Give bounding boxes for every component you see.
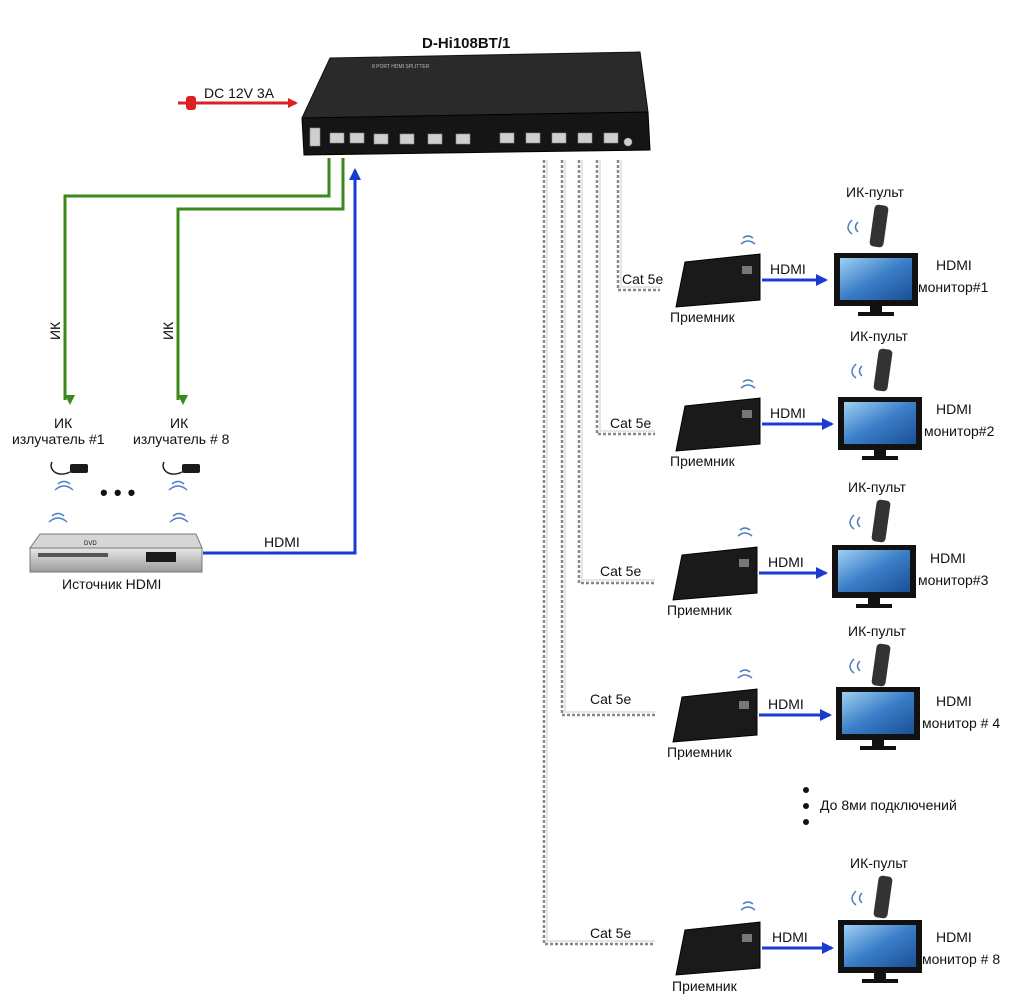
ir-emitter-1: ИК излучатель #1 [12,415,105,491]
cable-label: Cat 5e [610,415,651,431]
receiver-label: Приемник [672,978,738,994]
power-label: DC 12V 3A [204,85,275,101]
monitor-label-top: HDMI [936,693,972,709]
monitor-label-top: HDMI [936,929,972,945]
plug-icon [186,96,196,110]
cable-label: Cat 5e [600,563,641,579]
receiver-label: Приемник [667,744,733,760]
monitor-name: монитор#3 [918,572,989,588]
source-label: Источник HDMI [62,576,161,592]
ir-line-label-1: ИК [47,321,63,340]
remote-label: ИК-пульт [846,184,905,200]
cable-label: Cat 5e [622,271,663,287]
hdmi-source: DVD Источник HDMI [29,512,203,592]
signal-icon [48,512,68,523]
signal-icon [849,514,861,530]
cat5e-cables-shadow [546,160,660,942]
hdmi-label: HDMI [770,405,806,421]
remote-label: ИК-пульт [848,623,907,639]
ir-ellipsis: • • • [100,480,135,505]
cat5e-cables [542,160,660,946]
monitor-screen [838,550,910,592]
remote-control-icon [871,499,891,543]
hdmi-label: HDMI [770,261,806,277]
cable-label: Cat 5e [590,691,631,707]
monitor-label-top: HDMI [936,401,972,417]
remote-label: ИК-пульт [850,328,909,344]
signal-icon [737,527,753,537]
signal-icon [849,658,861,674]
ir-signal-icon [168,480,188,491]
ir-emitter-8-line2: излучатель # 8 [133,431,230,447]
monitor-label-top: HDMI [930,550,966,566]
source-hdmi-label: HDMI [264,534,300,550]
port-row [309,127,633,147]
receiver-row-2: Cat 5e Приемник HDMI ИК-пульт HDMI монит… [610,328,995,469]
remote-control-icon [869,204,889,248]
remote-label: ИК-пульт [848,479,907,495]
ir-cable-icon [162,461,183,475]
receiver-row-8: Cat 5e Приемник HDMI ИК-пульт HDMI монит… [590,855,1000,994]
monitor-screen [842,692,914,734]
hdmi-label: HDMI [768,696,804,712]
hdmi-link-line [203,168,361,555]
receiver-box [672,546,758,601]
remote-control-icon [871,643,891,687]
signal-icon [737,669,753,679]
receiver-box [672,688,758,743]
dvd-panel-text: DVD [84,541,97,547]
remote-label: ИК-пульт [850,855,909,871]
remote-control-icon [873,348,893,392]
receiver-row-1: Cat 5e Приемник HDMI ИК-пульт HDMI монит… [622,184,989,325]
remote-control-icon [873,875,893,919]
receiver-box [675,921,761,976]
cable-label: Cat 5e [590,925,631,941]
monitor-name: монитор # 8 [922,951,1000,967]
hdmi-label: HDMI [768,554,804,570]
hdmi-label: HDMI [772,929,808,945]
monitor-name: монитор # 4 [922,715,1000,731]
monitor-screen [844,402,916,444]
ir-signal-icon [54,480,74,491]
receiver-box [675,253,761,308]
signal-icon [851,890,863,906]
ir-line-label-8: ИК [160,321,176,340]
receiver-row-3: Cat 5e Приемник HDMI ИК-пульт HDMI монит… [600,479,989,618]
monitor-name: монитор#1 [918,279,989,295]
ir-lines [63,158,345,405]
more-connections-note: До 8ми подключений [803,787,957,825]
ir-emitter-1-line2: излучатель #1 [12,431,105,447]
ir-cable-icon [50,461,71,475]
signal-icon [847,219,859,235]
ir-emitter-8: ИК излучатель # 8 [133,415,230,491]
monitor-screen [844,925,916,967]
ir-emitter-1-line1: ИК [54,415,73,431]
receiver-label: Приемник [667,602,733,618]
receiver-label: Приемник [670,309,736,325]
ir-emitter-8-line1: ИК [170,415,189,431]
signal-icon [851,363,863,379]
signal-icon [740,379,756,389]
signal-icon [740,901,756,911]
device-panel-text: 8 PORT HDMI SPLITTER [372,64,430,70]
splitter-device: D-Hi108BT/1 8 PORT HDMI SPLITTER [301,35,651,156]
receiver-label: Приемник [670,453,736,469]
monitor-name: монитор#2 [924,423,995,439]
receiver-row-4: Cat 5e Приемник HDMI ИК-пульт HDMI монит… [590,623,1000,760]
monitor-label-top: HDMI [936,257,972,273]
monitor-screen [840,258,912,300]
signal-icon [740,235,756,245]
power-input: DC 12V 3A [178,85,298,110]
device-title: D-Hi108BT/1 [422,35,510,52]
signal-icon [169,512,189,523]
receiver-box [675,397,761,452]
more-note-text: До 8ми подключений [820,797,957,813]
